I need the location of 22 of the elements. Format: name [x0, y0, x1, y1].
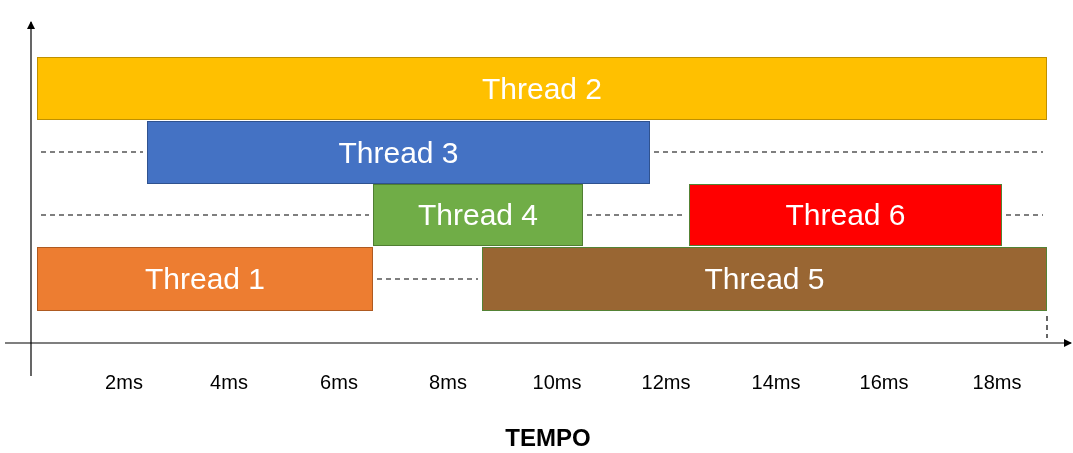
tick-label: 2ms	[105, 371, 143, 394]
tick-label: 18ms	[972, 371, 1022, 394]
tick-label: 4ms	[210, 371, 248, 394]
thread-bar	[147, 121, 650, 184]
axis-title: TEMPO	[505, 424, 591, 452]
tick-label: 6ms	[320, 371, 358, 394]
thread-label: Thread 3	[338, 135, 459, 170]
thread-bar	[689, 184, 1002, 246]
thread-label: Thread 5	[704, 262, 825, 296]
tick-label: 10ms	[532, 371, 582, 394]
thread-label: Thread 6	[785, 198, 906, 232]
thread-bar	[482, 247, 1047, 311]
thread-label: Thread 2	[481, 71, 603, 106]
tick-label: 8ms	[429, 371, 467, 394]
thread-label: Thread 1	[144, 262, 266, 296]
thread-bar	[373, 184, 583, 246]
tick-label: 16ms	[859, 371, 909, 394]
thread-bar	[37, 57, 1047, 120]
tick-label: 12ms	[641, 371, 691, 394]
thread-label: Thread 4	[417, 198, 539, 232]
tick-label: 14ms	[751, 371, 801, 394]
thread-bar	[37, 247, 373, 311]
